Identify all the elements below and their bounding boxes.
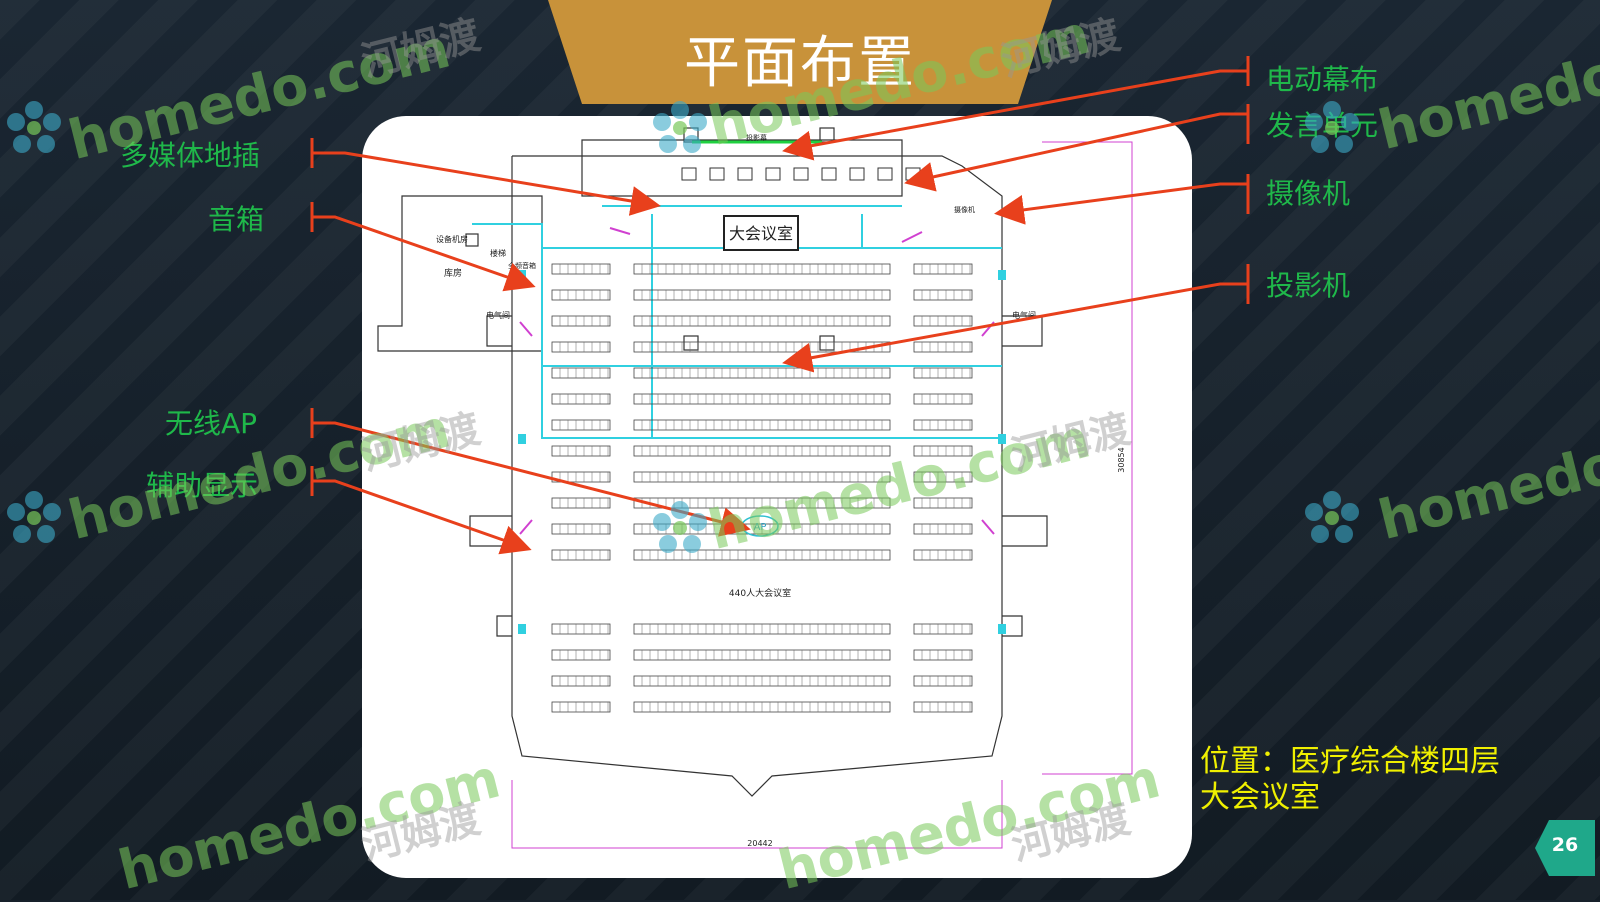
seat-row [551,497,611,509]
seat-row [551,393,611,405]
homedo-flower-icon [653,101,707,153]
label-auxiliary-display: 辅助显示 [146,469,259,502]
seat-row [913,393,973,405]
projector-screen-label: 投影幕 [746,133,767,142]
seat-row [913,675,973,687]
seat-row [913,471,973,483]
dimension-right-label: 30854 [1117,447,1126,472]
ap-label: AP [754,522,767,533]
dimension-bottom-label: 20442 [747,839,772,848]
label-electric-screen: 电动幕布 [1266,63,1379,96]
homedo-flower-icon [7,101,61,153]
equipment-room-label: 设备机房 [436,234,468,244]
seat-row [551,549,611,561]
seat-row [913,497,973,509]
seat-row [551,289,611,301]
homedo-flower-icon [7,491,61,543]
homedo-flower-icon [653,501,707,553]
homedo-flower-icon [1305,491,1359,543]
room-label-box [723,215,799,251]
seat-row [551,701,611,713]
label-wireless-ap: 无线AP [165,407,258,440]
speaker-unit-row [681,167,921,181]
speaker-unit [681,167,697,181]
speaker-unit [821,167,837,181]
label-speaker: 音箱 [208,203,265,236]
seat-row [551,675,611,687]
seat-row [551,523,611,535]
speaker-unit [849,167,865,181]
speaker-unit [737,167,753,181]
storage-label: 库房 [444,267,462,279]
dimension-bottom [511,780,1003,849]
speaker-unit [765,167,781,181]
seat-row [551,623,611,635]
seat-row [913,649,973,661]
camera-label: 摄像机 [954,205,975,214]
room-label: 大会议室 [729,224,793,243]
seat-row [551,649,611,661]
page-number: 26 [1551,834,1579,856]
location-line-2: 大会议室 [1200,780,1320,815]
homedo-flower-icon [1305,101,1359,153]
speaker-unit [905,167,921,181]
seat-row [913,341,973,353]
seat-row [913,623,973,635]
seat-row [913,419,973,431]
seat-row [913,445,973,457]
seat-row [551,315,611,327]
cable-route-main [472,223,1002,439]
page-number-badge: 26 [1535,820,1595,876]
seat-row [913,523,973,535]
electrical-room-left-label: 电气间 [486,310,510,320]
seat-row [551,419,611,431]
speaker-unit [709,167,725,181]
label-camera: 摄像机 [1266,177,1351,210]
seat-row [913,701,973,713]
seat-row [913,549,973,561]
electrical-room-right-label: 电气间 [1012,310,1036,320]
speaker-unit [877,167,893,181]
seat-row [551,471,611,483]
seat-row [913,263,973,275]
hall-caption: 440人大会议室 [729,587,791,599]
seat-row [913,315,973,327]
seat-row [913,289,973,301]
seat-row [551,263,611,275]
seat-row [913,367,973,379]
page-number-shape [1535,820,1595,876]
label-projector: 投影机 [1266,269,1351,302]
seat-row [551,341,611,353]
seat-row [551,367,611,379]
location-line-1: 位置：医疗综合楼四层 [1200,744,1500,779]
speaker-label: 全频音箱 [508,261,536,270]
speaker-unit [793,167,809,181]
location-caption: 位置：医疗综合楼四层 大会议室 [1200,744,1500,816]
stairs-label: 楼梯 [490,248,506,258]
seat-row [551,445,611,457]
label-multimedia-floor-socket: 多媒体地插 [120,139,261,172]
